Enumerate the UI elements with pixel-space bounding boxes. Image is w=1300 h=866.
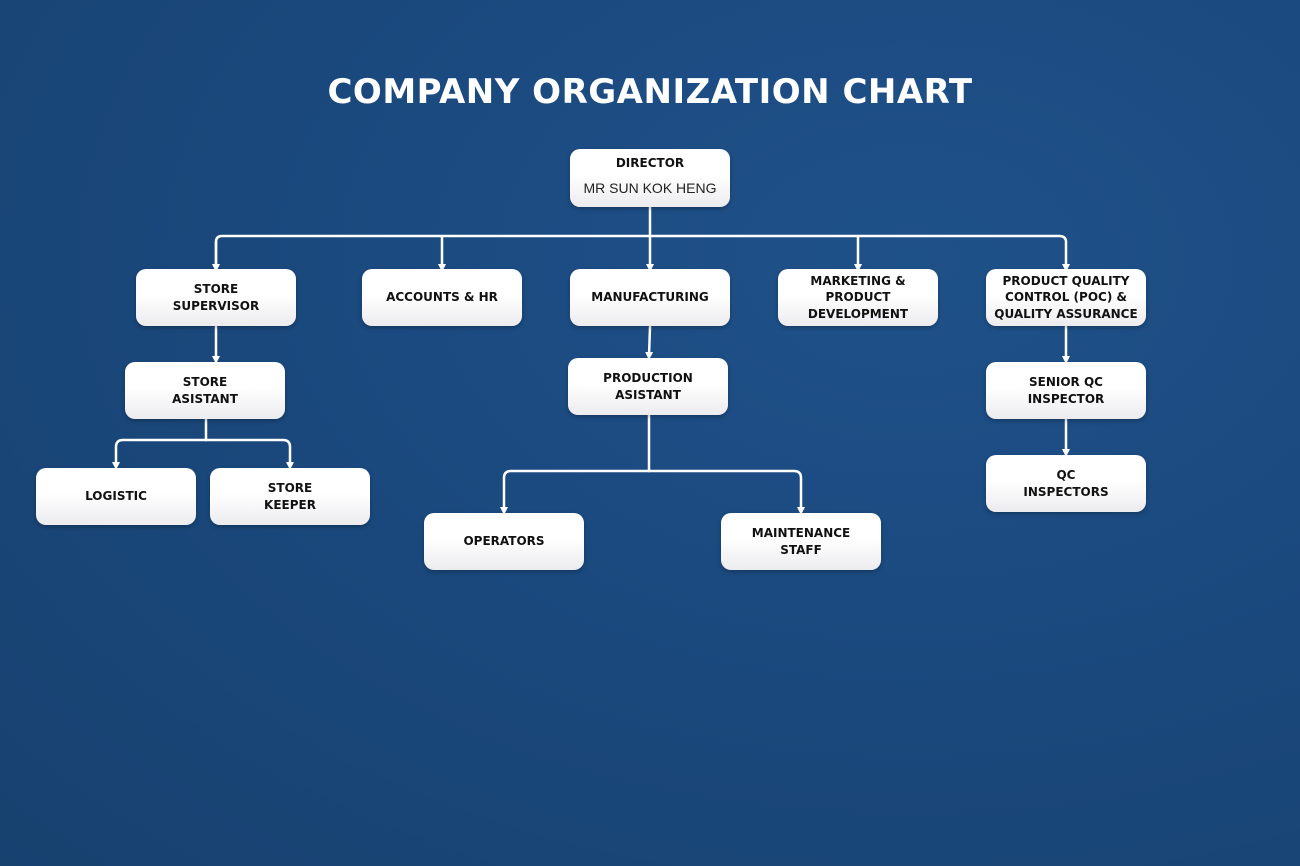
director-title: DIRECTOR bbox=[615, 156, 685, 170]
connector-to-operators bbox=[500, 469, 651, 515]
connector-to-logistic bbox=[112, 438, 208, 470]
production-assistant-label: PRODUCTION ASISTANT bbox=[603, 371, 693, 402]
node-marketing: MARKETING & PRODUCT DEVELOPMENT bbox=[778, 269, 938, 326]
node-store-assistant: STORE ASISTANT bbox=[125, 362, 285, 419]
chart-title: COMPANY ORGANIZATION CHART bbox=[327, 72, 973, 112]
connector-to-store-keeper bbox=[204, 438, 294, 470]
accounts-hr-label: ACCOUNTS & HR bbox=[386, 290, 498, 305]
manufacturing-label: MANUFACTURING bbox=[591, 290, 709, 305]
node-store-supervisor: STORE SUPERVISOR bbox=[136, 269, 296, 326]
marketing-label: MARKETING & PRODUCT DEVELOPMENT bbox=[807, 273, 909, 321]
node-maintenance: MAINTENANCE STAFF bbox=[721, 513, 881, 570]
quality-label: PRODUCT QUALITY CONTROL (POC) & QUALITY … bbox=[994, 273, 1138, 321]
maintenance-label: MAINTENANCE STAFF bbox=[751, 526, 851, 557]
node-manufacturing: MANUFACTURING bbox=[570, 269, 730, 326]
qc-inspectors-label: QC INSPECTORS bbox=[1023, 468, 1109, 499]
store-keeper-label: STORE KEEPER bbox=[264, 481, 316, 512]
director-name: MR SUN KOK HENG bbox=[583, 179, 717, 196]
node-director: DIRECTOR MR SUN KOK HENG bbox=[570, 149, 730, 207]
connector-to-production-assistant bbox=[645, 325, 654, 360]
store-assistant-label: STORE ASISTANT bbox=[172, 375, 238, 406]
logistic-label: LOGISTIC bbox=[85, 489, 147, 504]
connector-to-maintenance bbox=[647, 469, 805, 515]
node-quality: PRODUCT QUALITY CONTROL (POC) & QUALITY … bbox=[986, 269, 1146, 326]
node-qc-inspectors: QC INSPECTORS bbox=[986, 455, 1146, 512]
node-logistic: LOGISTIC bbox=[36, 468, 196, 525]
senior-qc-label: SENIOR QC INSPECTOR bbox=[1027, 375, 1105, 406]
node-production-assistant: PRODUCTION ASISTANT bbox=[568, 358, 728, 415]
operators-label: OPERATORS bbox=[463, 534, 545, 549]
connector-director-bus bbox=[214, 234, 1070, 272]
node-operators: OPERATORS bbox=[424, 513, 584, 570]
store-supervisor-label: STORE SUPERVISOR bbox=[172, 282, 260, 313]
node-senior-qc: SENIOR QC INSPECTOR bbox=[986, 362, 1146, 419]
node-accounts-hr: ACCOUNTS & HR bbox=[362, 269, 522, 326]
node-store-keeper: STORE KEEPER bbox=[210, 468, 370, 525]
